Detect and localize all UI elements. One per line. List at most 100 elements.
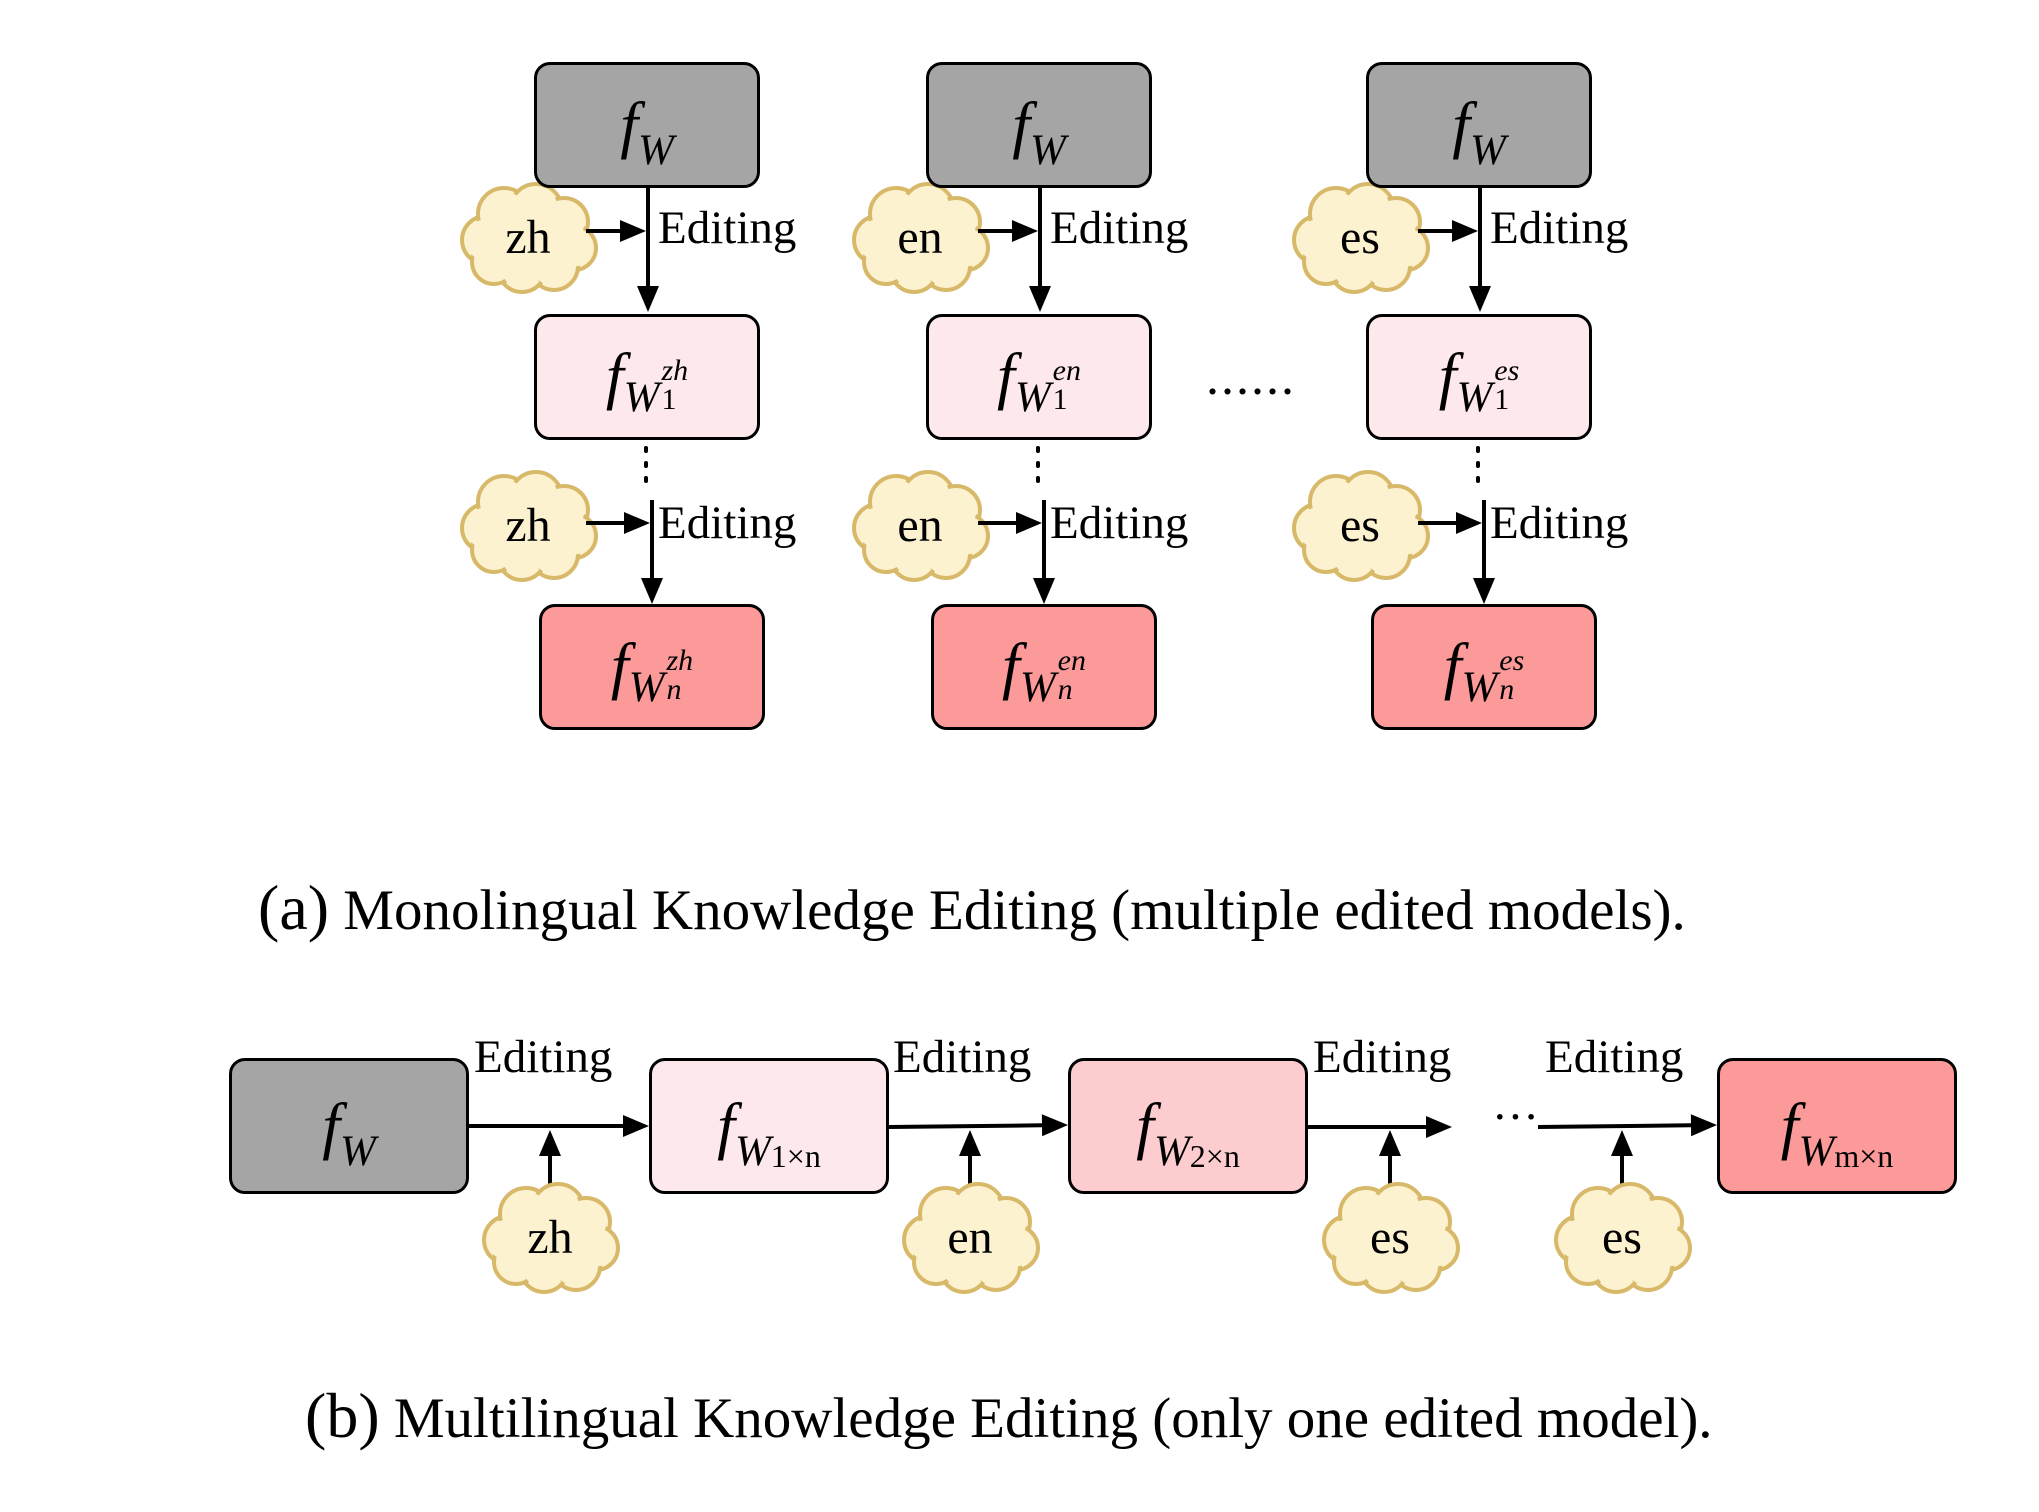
language-cloud-es	[1322, 1182, 1460, 1294]
language-input-arrow	[1418, 220, 1478, 242]
editing-label: Editing	[1050, 497, 1189, 549]
caption-a: (a) Monolingual Knowledge Editing (multi…	[258, 876, 1686, 940]
caption-text: Multilingual Knowledge Editing (only one…	[393, 1387, 1713, 1450]
edit-arrow-right	[469, 1115, 649, 1137]
formula-f: f	[717, 1090, 735, 1161]
formula-superscript: en	[1052, 354, 1081, 388]
formula-w: W	[1456, 373, 1493, 421]
model-formula: fW	[1012, 93, 1066, 173]
language-cloud-zh	[482, 1182, 620, 1294]
formula-f: f	[997, 339, 1015, 411]
cloud-label: en	[897, 211, 943, 264]
model-formula: fW1×n	[717, 1094, 821, 1174]
language-input-arrow	[1418, 512, 1482, 534]
editing-label: Editing	[1490, 497, 1629, 549]
cloud-label: en	[897, 499, 943, 552]
language-cloud-en	[902, 1182, 1040, 1294]
formula-index: n	[666, 673, 682, 707]
formula-w: W	[623, 373, 660, 421]
formula-w: W	[1014, 373, 1051, 421]
column-ellipsis: ......	[1206, 349, 1296, 406]
model-formula: fW	[1452, 93, 1506, 173]
model-formula: fW	[620, 93, 674, 173]
base-model-box-es: fW	[1366, 62, 1592, 188]
edit-arrow-right	[1308, 1116, 1452, 1138]
edit-arrow-right	[1537, 1114, 1717, 1137]
language-input-arrow	[586, 512, 650, 534]
language-input-arrow	[978, 512, 1042, 534]
formula-f: f	[1012, 89, 1030, 160]
formula-superscript: zh	[666, 644, 694, 678]
formula-f: f	[1002, 629, 1020, 701]
model-formula: fWm×n	[1781, 1094, 1894, 1174]
editing-label: Editing	[474, 1031, 613, 1083]
formula-index: 1×n	[770, 1137, 821, 1174]
formula-w: W	[1029, 127, 1066, 175]
formula-index: n	[1057, 673, 1073, 707]
formula-index: 2×n	[1189, 1137, 1240, 1174]
formula-w: W	[637, 127, 674, 175]
cloud-label: es	[1370, 1211, 1410, 1264]
language-input-arrow	[978, 220, 1038, 242]
formula-w: W	[1798, 1128, 1835, 1176]
formula-f: f	[1452, 89, 1470, 160]
language-cloud-es	[1292, 470, 1430, 582]
formula-w: W	[339, 1128, 376, 1176]
caption-tag: (b)	[305, 1380, 380, 1451]
editing-label: Editing	[1313, 1031, 1452, 1083]
edit-arrow-down	[637, 188, 659, 312]
formula-f: f	[1136, 1090, 1154, 1161]
formula-index: 1	[1494, 383, 1510, 417]
editing-label: Editing	[893, 1031, 1032, 1083]
formula-f: f	[1780, 1090, 1799, 1161]
cloud-label: zh	[505, 211, 551, 264]
caption-text: Monolingual Knowledge Editing (multiple …	[343, 879, 1686, 942]
language-cloud-zh	[460, 470, 598, 582]
model-box-3: fWm×n	[1717, 1058, 1957, 1194]
cloud-label: en	[947, 1211, 993, 1264]
formula-superscript: zh	[661, 354, 689, 388]
cloud-label: es	[1340, 211, 1380, 264]
formula-f: f	[605, 339, 624, 411]
formula-w: W	[1461, 663, 1498, 711]
base-model-box-en: fW	[926, 62, 1152, 188]
cloud-label: zh	[505, 499, 551, 552]
formula-superscript: es	[1494, 354, 1520, 388]
language-cloud-en	[852, 182, 990, 294]
language-cloud-es	[1554, 1182, 1692, 1294]
cloud-label: es	[1602, 1211, 1642, 1264]
editing-label: Editing	[1050, 202, 1189, 254]
model-formula: fW2×n	[1136, 1094, 1240, 1174]
formula-f: f	[1438, 339, 1457, 411]
edit-arrow-right	[888, 1114, 1068, 1137]
formula-w: W	[628, 663, 665, 711]
base-model-box-zh: fW	[534, 62, 760, 188]
formula-f: f	[610, 629, 629, 701]
language-cloud-es	[1292, 182, 1430, 294]
edit-arrow-down	[1029, 188, 1051, 312]
caption-b: (b) Multilingual Knowledge Editing (only…	[305, 1384, 1713, 1448]
cloud-label: es	[1340, 499, 1380, 552]
formula-f: f	[322, 1090, 340, 1161]
language-cloud-zh	[460, 182, 598, 294]
formula-index: m×n	[1834, 1137, 1894, 1174]
formula-w: W	[1469, 127, 1506, 175]
editing-label: Editing	[658, 497, 797, 549]
formula-index: 1	[661, 383, 677, 417]
model-box-2: fW2×n	[1068, 1058, 1308, 1194]
